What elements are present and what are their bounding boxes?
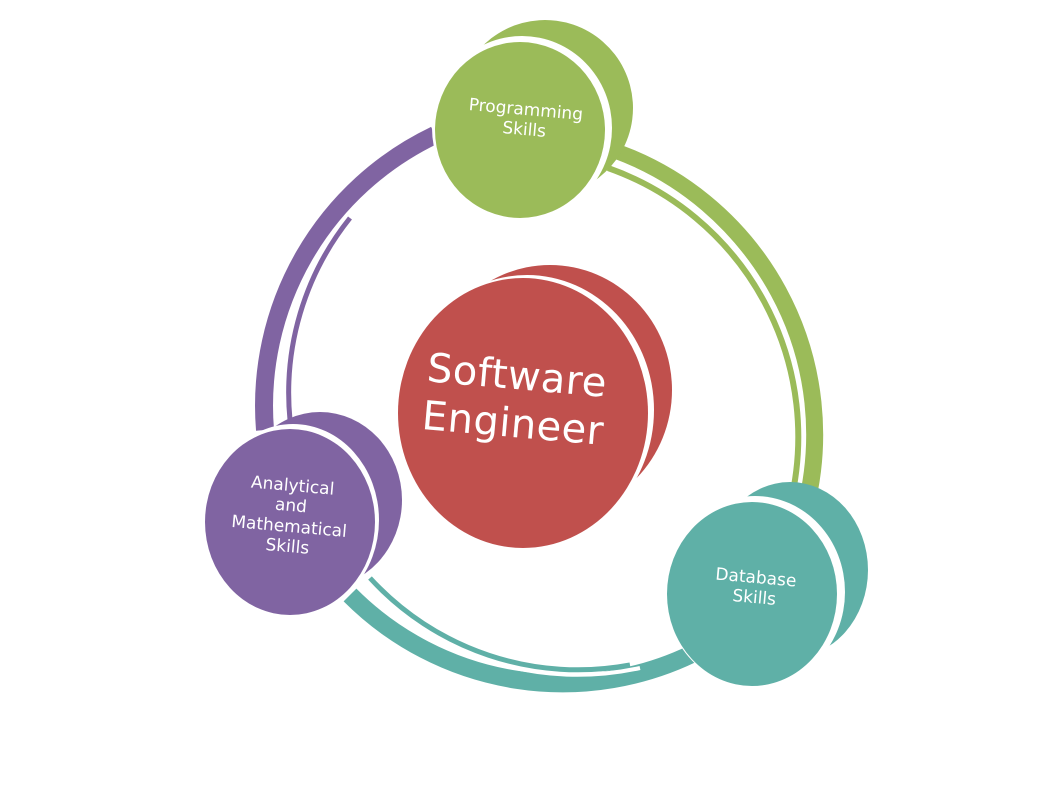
- center-label: Software Engineer: [406, 343, 624, 457]
- node-programming: [432, 20, 633, 220]
- connector-analytical-programming: [255, 126, 439, 431]
- connector-database-analytical: [343, 576, 705, 693]
- node-center: [398, 265, 672, 548]
- node-analytical: [205, 412, 402, 616]
- connector-programming-database: [607, 141, 824, 513]
- node-database: [665, 482, 868, 688]
- analytical-label: Analytical and Mathematical Skills: [207, 469, 373, 564]
